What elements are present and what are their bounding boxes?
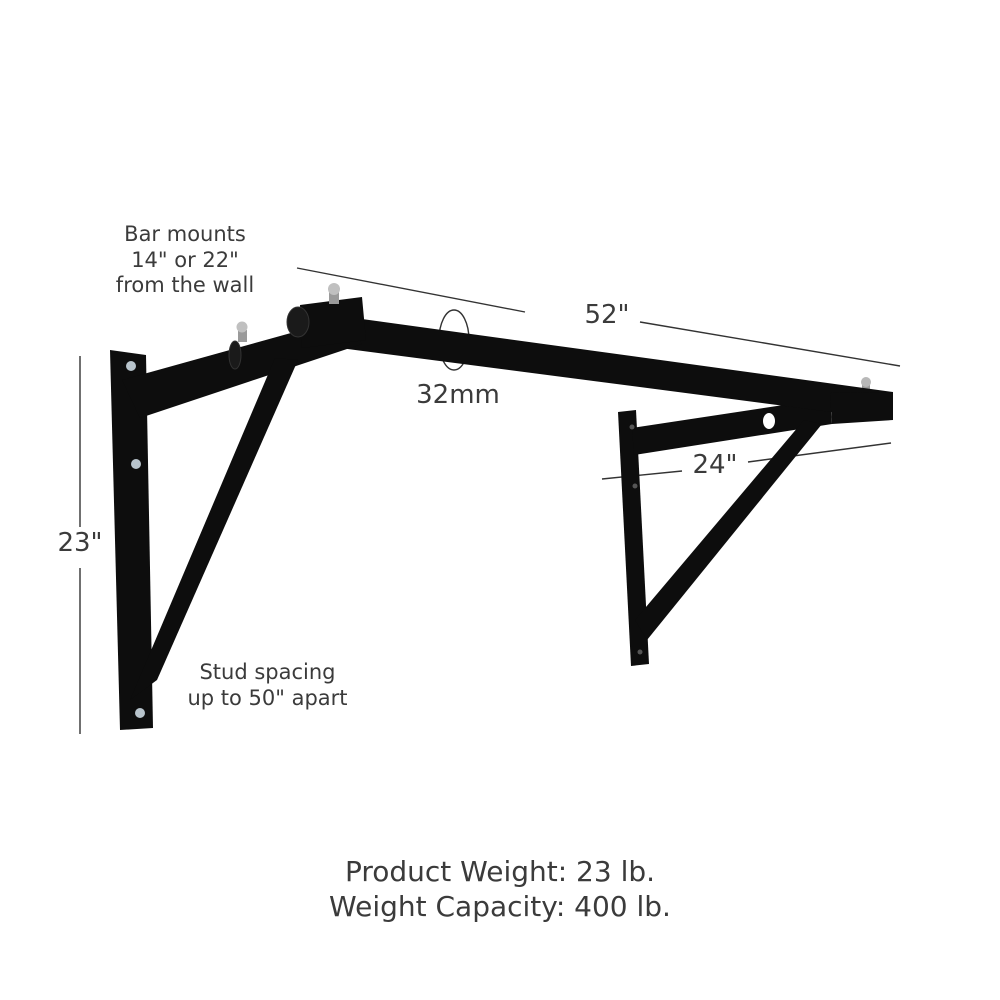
specs-block: Product Weight: 23 lb. Weight Capacity: … (250, 854, 750, 924)
length-dimension-line-left (296, 267, 526, 313)
length-dimension-line-right (639, 321, 901, 367)
product-weight-text: Product Weight: 23 lb. (344, 855, 656, 888)
bar-diameter-label: 32mm (416, 380, 500, 410)
bar-mounts-line-3: from the wall (115, 273, 255, 298)
stud-spacing-line-1: Stud spacing (199, 660, 336, 684)
depth-dimension-line-left (601, 470, 683, 480)
depth-dimension-line-right (747, 442, 892, 463)
stud-spacing-line-2: up to 50" apart (187, 685, 348, 710)
main-bar (340, 316, 893, 424)
right-bracket (618, 377, 871, 666)
bar-mounts-line-2: 14" or 22" (131, 247, 239, 272)
left-bracket (110, 283, 366, 730)
stud-spacing-callout: Stud spacing up to 50" apart (170, 660, 365, 711)
bar-mounts-callout: Bar mounts 14" or 22" from the wall (100, 222, 270, 299)
depth-dimension-label: 24" (692, 450, 738, 480)
weight-capacity-text: Weight Capacity: 400 lb. (329, 890, 671, 923)
bar-mounts-line-1: Bar mounts (124, 222, 246, 246)
length-dimension-label: 52" (584, 300, 630, 330)
height-dimension-label: 23" (57, 528, 103, 558)
